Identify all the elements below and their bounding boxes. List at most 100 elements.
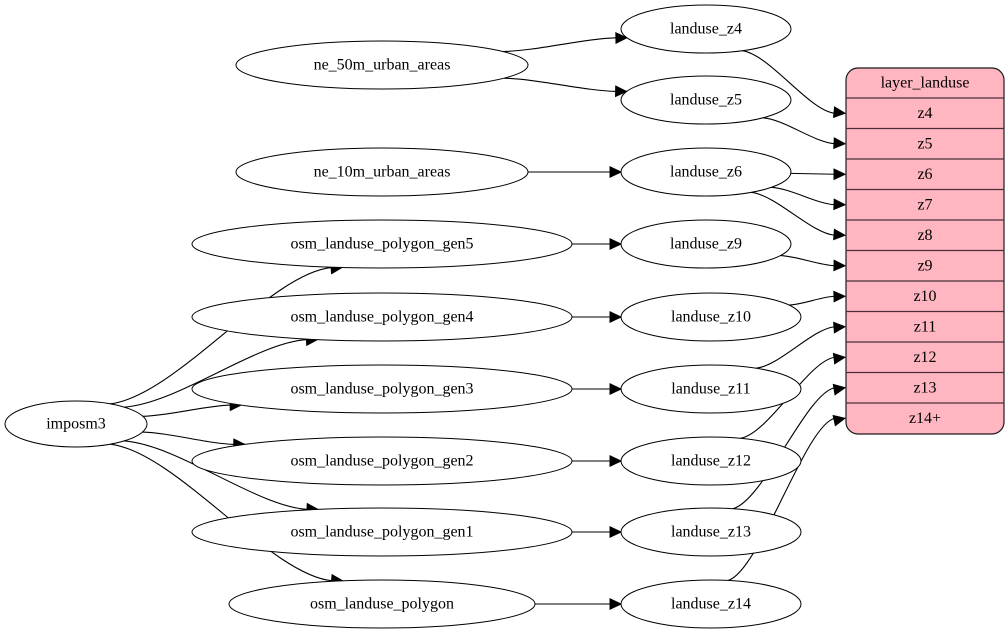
arrowhead-landuse_z12-to-z12 <box>832 352 847 365</box>
table-row-z9[interactable]: z9 <box>917 257 932 274</box>
node-landuse_z11[interactable]: landuse_z11 <box>620 364 802 414</box>
node-label: landuse_z13 <box>671 524 751 541</box>
node-osm_landuse_polygon_gen3[interactable]: osm_landuse_polygon_gen3 <box>191 364 573 414</box>
node-landuse_z12[interactable]: landuse_z12 <box>620 436 802 486</box>
table-row-z7[interactable]: z7 <box>917 196 932 213</box>
node-shape <box>620 219 792 269</box>
node-label: landuse_z4 <box>670 21 742 38</box>
edge-landuse_z10-to-z10 <box>788 295 835 306</box>
node-landuse_z5[interactable]: landuse_z5 <box>620 75 792 125</box>
node-imposm3[interactable]: imposm3 <box>4 400 148 448</box>
arrowhead-ne_50m_urban_areas-to-landuse_z5 <box>615 85 628 98</box>
node-shape <box>620 364 802 414</box>
node-label: landuse_z9 <box>670 236 742 253</box>
node-shape <box>191 219 573 269</box>
node-landuse_z9[interactable]: landuse_z9 <box>620 219 792 269</box>
node-label: osm_landuse_polygon_gen1 <box>290 524 473 541</box>
node-shape <box>620 292 802 342</box>
node-landuse_z4[interactable]: landuse_z4 <box>620 4 792 54</box>
node-osm_landuse_polygon[interactable]: osm_landuse_polygon <box>228 579 536 629</box>
arrowhead-landuse_z6-to-z6 <box>833 168 847 181</box>
arrowhead-landuse_z13-to-z13 <box>832 383 847 396</box>
arrowhead-osm_landuse_polygon_gen3-to-landuse_z11 <box>609 383 623 395</box>
table-header-label: layer_landuse <box>881 75 970 92</box>
edge-landuse_z14-to-z14+ <box>727 417 836 581</box>
node-label: landuse_z5 <box>670 92 742 109</box>
arrowhead-osm_landuse_polygon_gen4-to-landuse_z10 <box>609 311 623 323</box>
edge-ne_50m_urban_areas-to-landuse_z4 <box>502 37 617 53</box>
edge-imposm3-to-osm_landuse_polygon_gen4 <box>124 339 308 408</box>
table-row-z12[interactable]: z12 <box>913 349 936 366</box>
node-shape <box>191 292 573 342</box>
node-shape <box>191 436 573 486</box>
node-label: imposm3 <box>46 416 106 433</box>
node-shape <box>620 579 802 629</box>
node-landuse_z14[interactable]: landuse_z14 <box>620 579 802 629</box>
edge-ne_50m_urban_areas-to-landuse_z5 <box>503 77 617 92</box>
edge-landuse_z6-to-z8 <box>750 191 835 236</box>
table-row-z14+[interactable]: z14+ <box>909 410 941 427</box>
node-label: osm_landuse_polygon <box>310 596 454 613</box>
node-ne_10m_urban_areas[interactable]: ne_10m_urban_areas <box>235 147 529 197</box>
table-row-z13[interactable]: z13 <box>913 379 936 396</box>
table-layer: layer_landuse z4 z5 z6 z7 z8 z9 z10 z11 z12 z13 z14… <box>845 67 1005 435</box>
node-shape <box>620 75 792 125</box>
nodes-layer: imposm3 ne_50m_urban_areas ne_10m_urban_ar… <box>4 4 802 629</box>
node-landuse_z10[interactable]: landuse_z10 <box>620 292 802 342</box>
node-osm_landuse_polygon_gen2[interactable]: osm_landuse_polygon_gen2 <box>191 436 573 486</box>
table-row-z4[interactable]: z4 <box>917 105 932 122</box>
node-shape <box>620 436 802 486</box>
node-shape <box>235 147 529 197</box>
node-label: osm_landuse_polygon_gen3 <box>290 381 473 398</box>
edge-imposm3-to-osm_landuse_polygon_gen2 <box>142 431 235 445</box>
node-label: ne_10m_urban_areas <box>314 164 451 181</box>
node-ne_50m_urban_areas[interactable]: ne_50m_urban_areas <box>235 40 529 90</box>
node-label: landuse_z14 <box>671 596 751 613</box>
node-label: landuse_z12 <box>671 453 751 470</box>
edge-imposm3-to-osm_landuse_polygon_gen3 <box>142 404 232 417</box>
arrowhead-landuse_z14-to-z14+ <box>832 414 847 427</box>
edge-landuse_z4-to-z4 <box>742 50 835 114</box>
table-row-z10[interactable]: z10 <box>913 288 936 305</box>
node-label: landuse_z6 <box>670 164 742 181</box>
node-osm_landuse_polygon_gen5[interactable]: osm_landuse_polygon_gen5 <box>191 219 573 269</box>
table-row-z5[interactable]: z5 <box>917 135 932 152</box>
node-landuse_z13[interactable]: landuse_z13 <box>620 507 802 557</box>
node-shape <box>235 40 529 90</box>
edge-landuse_z11-to-z11 <box>755 326 835 369</box>
edge-landuse_z6-to-z6 <box>790 172 835 175</box>
arrowhead-osm_landuse_polygon_gen1-to-landuse_z13 <box>609 526 623 538</box>
table-row-z8[interactable]: z8 <box>917 227 932 244</box>
node-osm_landuse_polygon_gen1[interactable]: osm_landuse_polygon_gen1 <box>191 507 573 557</box>
node-label: landuse_z11 <box>671 381 750 398</box>
arrowhead-landuse_z6-to-z8 <box>833 228 847 241</box>
edge-landuse_z9-to-z9 <box>780 255 835 267</box>
arrowhead-osm_landuse_polygon_gen5-to-landuse_z9 <box>609 238 623 250</box>
node-shape <box>228 579 536 629</box>
node-label: osm_landuse_polygon_gen5 <box>290 236 473 253</box>
edge-imposm3-to-osm_landuse_polygon <box>110 443 333 582</box>
arrowhead-ne_10m_urban_areas-to-landuse_z6 <box>609 166 623 178</box>
arrowhead-landuse_z6-to-z7 <box>833 198 847 211</box>
node-osm_landuse_polygon_gen4[interactable]: osm_landuse_polygon_gen4 <box>191 292 573 342</box>
edge-landuse_z5-to-z5 <box>762 117 835 145</box>
node-shape <box>4 400 148 448</box>
node-landuse_z6[interactable]: landuse_z6 <box>620 147 792 197</box>
arrowhead-osm_landuse_polygon-to-landuse_z14 <box>609 598 623 610</box>
node-label: osm_landuse_polygon_gen4 <box>290 309 473 326</box>
node-shape <box>191 507 573 557</box>
node-label: ne_50m_urban_areas <box>314 57 451 74</box>
arrowhead-osm_landuse_polygon_gen2-to-landuse_z12 <box>609 455 623 467</box>
arrowhead-landuse_z4-to-z4 <box>832 106 847 119</box>
table-row-z11[interactable]: z11 <box>914 318 937 335</box>
node-label: landuse_z10 <box>671 309 751 326</box>
edge-imposm3-to-osm_landuse_polygon_gen5 <box>110 266 333 405</box>
arrowhead-landuse_z5-to-z5 <box>833 137 847 150</box>
edge-landuse_z6-to-z7 <box>771 186 835 206</box>
arrowhead-landuse_z11-to-z11 <box>833 321 847 334</box>
node-shape <box>620 147 792 197</box>
arrowhead-landuse_z9-to-z9 <box>833 259 847 272</box>
table-row-z6[interactable]: z6 <box>917 166 932 183</box>
